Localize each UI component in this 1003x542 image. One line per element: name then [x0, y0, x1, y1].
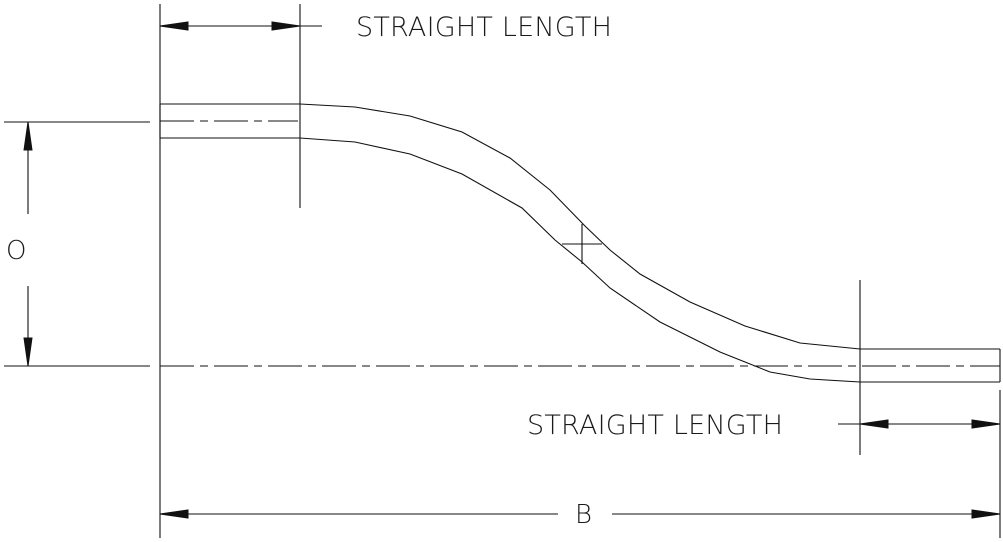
label-straight-length-top: STRAIGHT LENGTH — [356, 12, 612, 43]
pipe-outline-upper — [160, 103, 1000, 350]
arrowhead-straight-bottom-left — [859, 419, 889, 429]
label-offset: O — [6, 236, 26, 266]
arrowhead-straight-top-right — [271, 21, 301, 31]
arrowhead-straight-top-left — [159, 21, 189, 31]
arrowhead-offset-bottom — [23, 337, 33, 367]
arrowhead-offset-top — [23, 121, 33, 151]
label-overall-length: B — [575, 500, 592, 530]
arrowhead-overall-right — [971, 509, 1001, 519]
pipe-outline-lower — [160, 137, 1000, 383]
arrowhead-overall-left — [159, 509, 189, 519]
arrowhead-straight-bottom-right — [971, 419, 1001, 429]
label-straight-length-bottom: STRAIGHT LENGTH — [527, 410, 783, 441]
